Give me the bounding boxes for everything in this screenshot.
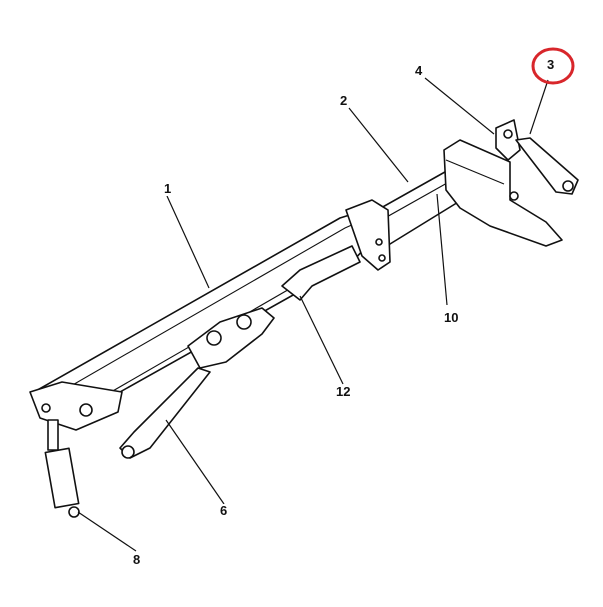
cylinder-mount-plate: [187, 307, 275, 369]
leader-10: [436, 193, 448, 306]
head-casting: [443, 139, 563, 247]
callout-6: 6: [219, 503, 229, 518]
callout-4: 4: [414, 63, 424, 78]
leader-6: [165, 419, 225, 505]
gas-spring-8: [44, 419, 80, 518]
callout-10: 10: [443, 310, 460, 325]
cylinder-12: [281, 245, 361, 301]
callout-2: 2: [339, 93, 349, 108]
strut-cylinder-6: [119, 367, 211, 459]
slide-bracket: [345, 199, 391, 271]
callout-12: 12: [335, 384, 352, 399]
boom-end-bracket: [29, 381, 123, 431]
callout-3: 3: [546, 57, 556, 72]
leader-12: [299, 295, 344, 385]
link-arm: [495, 119, 579, 195]
callout-1: 1: [163, 181, 173, 196]
leader-4: [424, 77, 495, 135]
leader-8: [77, 511, 137, 552]
callout-8: 8: [132, 552, 142, 567]
leader-2: [348, 107, 409, 183]
leader-1: [166, 195, 210, 289]
leader-3: [529, 79, 549, 135]
highlight-ring: [531, 47, 575, 85]
